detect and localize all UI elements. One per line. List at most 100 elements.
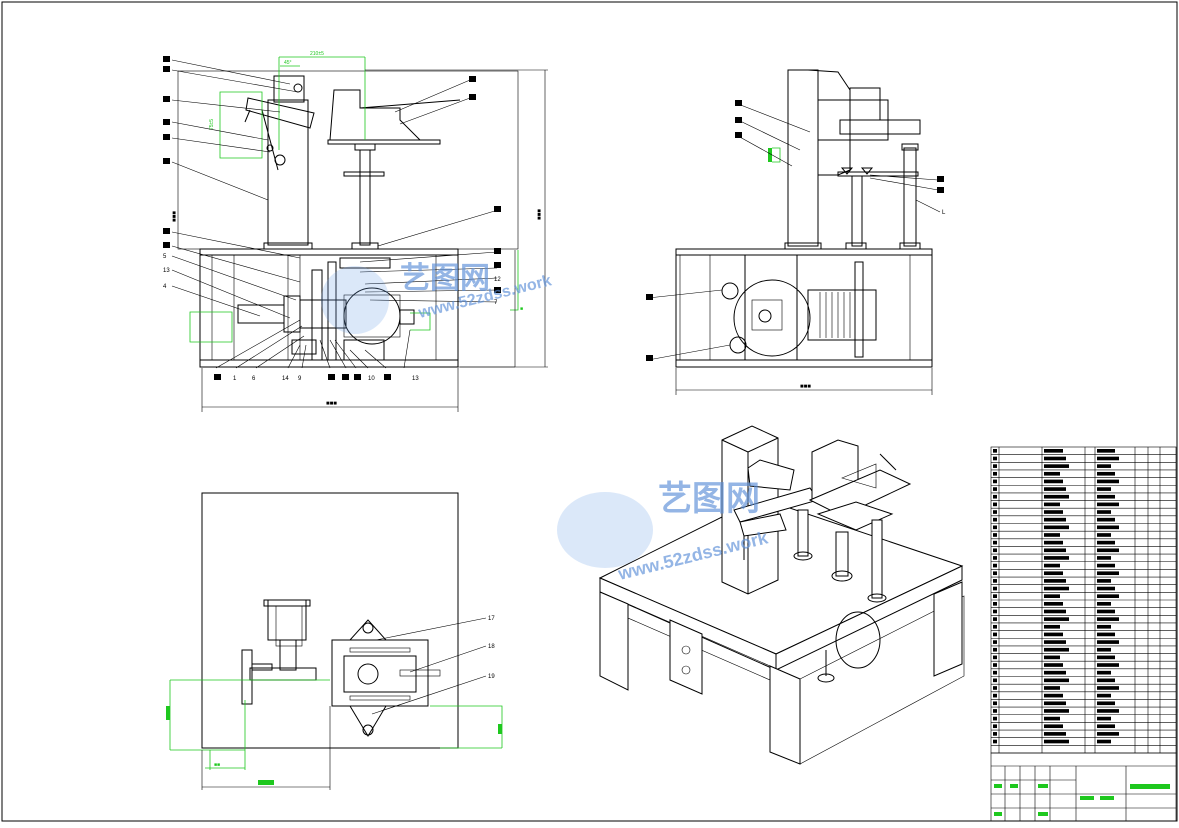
parts-list-index-cell: [993, 701, 997, 706]
parts-list-index-cell: [993, 624, 997, 629]
parts-list-name-cell: [1044, 456, 1066, 461]
parts-list-name-cell: [1044, 586, 1069, 591]
title-block: [990, 752, 1177, 822]
parts-list-name-cell: [1044, 556, 1069, 560]
parts-list-material-cell: [1097, 632, 1115, 637]
parts-list-index-cell: [993, 693, 997, 698]
balloon-front-1: 1: [233, 376, 237, 382]
parts-list-material-cell: [1097, 586, 1115, 591]
parts-list-index-cell: [993, 617, 997, 621]
parts-list-name-cell: [1044, 647, 1069, 652]
parts-list-name-cell: [1044, 609, 1066, 614]
parts-list-index-cell: [993, 464, 997, 468]
svg-text:■■■: ■■■: [326, 401, 337, 407]
parts-list-material-cell: [1097, 594, 1119, 598]
side-view: ■■■ L: [646, 69, 946, 395]
parts-list-material-cell: [1097, 655, 1115, 660]
parts-list-material-cell: [1097, 716, 1111, 721]
parts-list-material-cell: [1097, 548, 1119, 553]
parts-list-name-cell: [1044, 640, 1066, 644]
parts-list-index-cell: [993, 709, 997, 713]
parts-list-material-cell: [1097, 563, 1115, 568]
parts-list-material-cell: [1097, 647, 1111, 652]
parts-list-index-cell: [993, 479, 997, 484]
parts-list-material-cell: [1097, 487, 1111, 491]
parts-list-index-cell: [993, 647, 997, 652]
parts-list-index-cell: [993, 563, 997, 568]
watermark-top: 艺图网 www.52zdss.work: [321, 262, 553, 334]
svg-text:■■■: ■■■: [800, 384, 811, 390]
parts-list-index-cell: [993, 487, 997, 491]
parts-list-name-cell: [1044, 517, 1066, 522]
watermark-brand-bottom: 艺图网: [658, 480, 760, 518]
parts-list-index-cell: [993, 678, 997, 683]
parts-list-name-cell: [1044, 602, 1063, 606]
parts-list-name-cell: [1044, 494, 1069, 499]
balloon-plan-17: 17: [488, 616, 495, 622]
svg-text:■■: ■■: [214, 762, 220, 768]
parts-list-name-cell: [1044, 709, 1069, 713]
parts-list-name-cell: [1044, 464, 1069, 468]
parts-list-name-cell: [1044, 686, 1060, 690]
balloon-plan-19: 19: [488, 674, 495, 680]
side-leader-label: L: [942, 210, 946, 216]
parts-list-material-cell: [1097, 693, 1111, 698]
parts-list-material-cell: [1097, 739, 1111, 744]
parts-list-name-cell: [1044, 540, 1063, 545]
parts-list-index-cell: [993, 586, 997, 591]
svg-text:■: ■: [520, 306, 523, 312]
parts-list-material-cell: [1097, 449, 1115, 453]
parts-list-index-cell: [993, 594, 997, 598]
parts-list-index-cell: [993, 609, 997, 614]
parts-list-material-cell: [1097, 471, 1115, 476]
parts-list-index-cell: [993, 716, 997, 721]
balloon-front-10: 10: [368, 376, 375, 382]
parts-list-name-cell: [1044, 624, 1060, 629]
parts-list-material-cell: [1097, 533, 1111, 537]
parts-list-index-cell: [993, 548, 997, 553]
parts-list-index-cell: [993, 517, 997, 522]
balloon-front-9: 9: [298, 376, 302, 382]
parts-list-index-cell: [993, 663, 997, 667]
parts-list-material-cell: [1097, 663, 1119, 667]
balloon-front-7: 7: [494, 300, 498, 306]
watermark-brand-top: 艺图网: [400, 262, 490, 295]
parts-list-material-cell: [1097, 709, 1119, 713]
parts-list-name-cell: [1044, 693, 1063, 698]
parts-list-index-cell: [993, 533, 997, 537]
parts-list-index-cell: [993, 640, 997, 644]
parts-list-index-cell: [993, 449, 997, 453]
svg-text:45°: 45°: [284, 60, 292, 66]
plan-view: ■■ 17 18 19: [166, 492, 503, 790]
parts-list-index-cell: [993, 494, 997, 499]
parts-list-material-cell: [1097, 732, 1119, 736]
balloon-front-3: 12: [494, 277, 501, 283]
svg-text:■■■: ■■■: [172, 211, 178, 222]
parts-list-material-cell: [1097, 640, 1119, 644]
parts-list-name-cell: [1044, 571, 1063, 576]
parts-list-index-cell: [993, 510, 997, 514]
balloon-front-5: 5: [163, 254, 167, 260]
parts-list-name-cell: [1044, 739, 1069, 744]
parts-list-index-cell: [993, 655, 997, 660]
parts-list-index-cell: [993, 724, 997, 729]
parts-list: [990, 446, 1177, 754]
parts-list-name-cell: [1044, 724, 1063, 729]
parts-list-index-cell: [993, 525, 997, 530]
parts-list-material-cell: [1097, 464, 1111, 468]
parts-list-material-cell: [1097, 494, 1115, 499]
parts-list-name-cell: [1044, 510, 1063, 514]
parts-list-material-cell: [1097, 517, 1115, 522]
parts-list-index-cell: [993, 686, 997, 690]
parts-list-index-cell: [993, 739, 997, 744]
parts-list-material-cell: [1097, 579, 1111, 583]
parts-list-name-cell: [1044, 487, 1066, 491]
parts-list-material-cell: [1097, 624, 1111, 629]
parts-list-material-cell: [1097, 502, 1119, 507]
parts-list-name-cell: [1044, 502, 1060, 507]
parts-list-name-cell: [1044, 594, 1060, 598]
parts-list-material-cell: [1097, 678, 1115, 683]
parts-list-material-cell: [1097, 609, 1115, 614]
